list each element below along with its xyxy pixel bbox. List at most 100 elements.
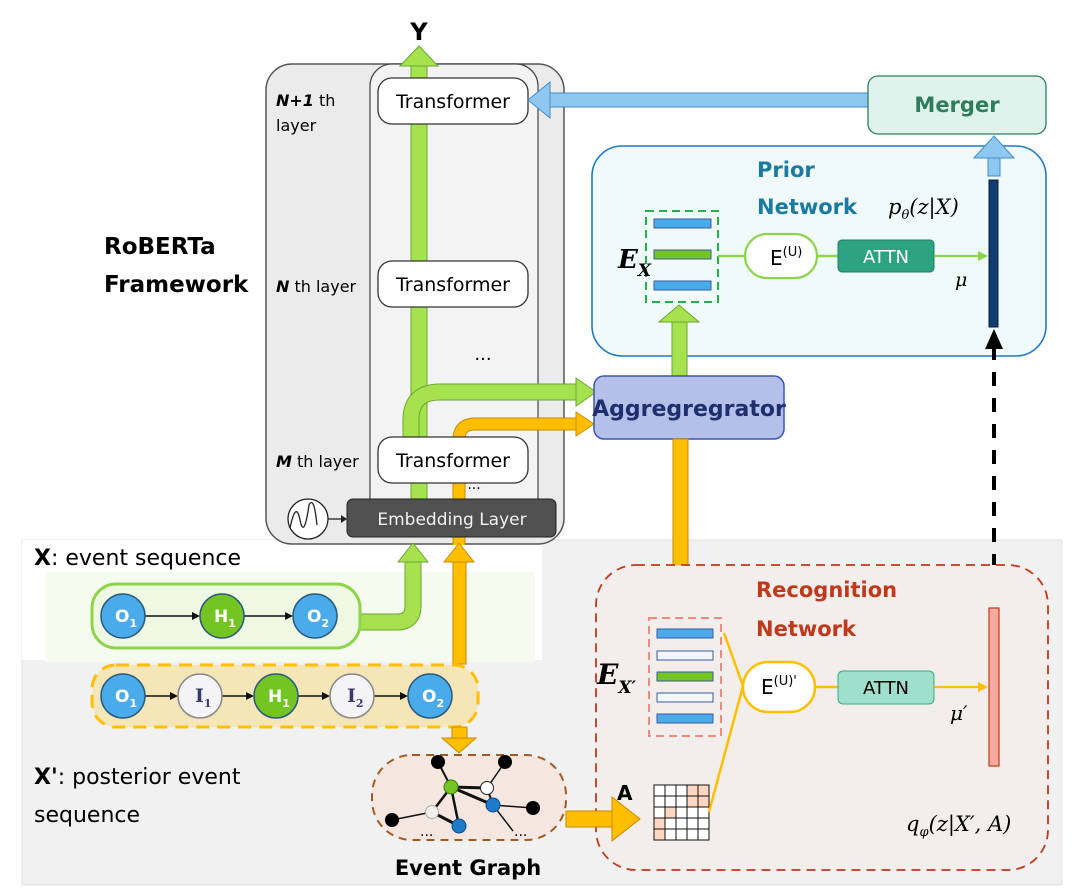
prior-encoder-label: E(U) [770, 245, 802, 270]
sequence-node-i2[interactable]: I2 [329, 673, 375, 719]
sequence-edge-head [170, 692, 178, 700]
event-sequence-label: X: event sequence [34, 546, 241, 571]
adjacency-cell [686, 806, 699, 819]
sequence-node-label: O2 [307, 607, 329, 630]
event-graph-box [371, 754, 567, 841]
sequence-node-i1[interactable]: I1 [177, 673, 223, 719]
posterior-to-embedding-arrow [452, 559, 467, 665]
prior-embedding-row [653, 249, 712, 260]
adjacency-cell [653, 784, 666, 797]
adjacency-cell [675, 806, 688, 819]
layer-label-n1: N+1 th [276, 91, 335, 110]
transformer-block-n1[interactable] [377, 77, 529, 125]
recognition-distribution-label: qφ(z|X′, A) [906, 812, 1011, 840]
embedding-layer-label: Embedding Layer [377, 510, 526, 530]
adjacency-label: A [617, 781, 633, 805]
sequence-node-h1[interactable]: H1 [199, 593, 245, 639]
recognition-embedding-row [656, 692, 714, 703]
recognition-attn-arrow-head [978, 682, 988, 692]
graph-ellipsis-left: ... [420, 824, 433, 840]
adjacency-cell [664, 817, 677, 830]
adjacency-cell [675, 784, 688, 797]
sequence-green-head [396, 542, 430, 563]
recognition-title-line2: Network [756, 617, 857, 641]
output-label-y: Y [409, 18, 428, 46]
sequence-node-o1[interactable]: O1 [100, 673, 146, 719]
sequence-node-circle [100, 673, 146, 719]
framework-label-line2: Framework [104, 272, 249, 298]
recognition-embedding-row [656, 671, 714, 682]
sequence-edge-head [246, 692, 254, 700]
adjacency-cell [697, 806, 710, 819]
sequence-to-embedding-green-arrow [360, 558, 421, 630]
framework-label-line1: RoBERTa [104, 234, 216, 260]
recognition-embedding-row [656, 650, 714, 661]
merger-label: Merger [914, 93, 1000, 117]
adjacency-cell [653, 806, 666, 819]
prior-latent-bar [988, 179, 999, 328]
adjacency-cell [653, 795, 666, 808]
transformer-label-m: Transformer [395, 450, 510, 472]
recognition-title-line1: Recognition [756, 578, 897, 602]
sequence-node-circle [292, 593, 338, 639]
adjacency-cell [697, 784, 710, 797]
event-sequence-nodes: O1 H1 O2 [100, 593, 338, 639]
event-graph-network [385, 755, 540, 834]
adjacency-cell [686, 795, 699, 808]
sequence-node-circle [199, 593, 245, 639]
sequence-edge-head [285, 612, 293, 620]
adjacency-cell [697, 795, 710, 808]
merger-box[interactable] [867, 75, 1047, 135]
prior-title-line1: Prior [757, 158, 815, 182]
sequence-node-label: I2 [347, 685, 364, 710]
sequence-node-label: O1 [115, 607, 137, 630]
recognition-embedding-box [648, 617, 722, 737]
orange-branch-head [575, 411, 595, 437]
sequence-node-o2[interactable]: O2 [292, 593, 338, 639]
prior-distribution-label: pθ(z|X) [888, 195, 959, 223]
graph-ellipsis-right: ... [514, 824, 527, 840]
posterior-to-graph-arrow [440, 726, 478, 754]
prior-attn-label: ATTN [863, 247, 909, 268]
adjacency-cell [675, 795, 688, 808]
sequence-node-o1[interactable]: O1 [100, 593, 146, 639]
transformer-block-m[interactable] [377, 436, 529, 484]
adjacency-cell [686, 828, 699, 841]
green-branch-head [575, 377, 597, 407]
sequence-node-label: H1 [268, 687, 290, 710]
sine-wave-icon [287, 498, 347, 540]
recognition-embedding-row [656, 628, 714, 639]
adjacency-cell [697, 828, 710, 841]
sequence-node-label: O2 [422, 687, 444, 710]
prior-title-line2: Network [757, 195, 858, 219]
recognition-embedding-label: EX′ [596, 658, 637, 698]
prior-network-box [591, 145, 1047, 357]
adjacency-cell [664, 784, 677, 797]
sequence-node-label: I1 [195, 685, 212, 710]
adjacency-cell [664, 828, 677, 841]
posterior-sequence-nodes: O1 I1 H1 I2 O2 [100, 673, 453, 719]
embedding-layer-box[interactable] [346, 498, 557, 538]
sequence-node-label: O1 [115, 687, 137, 710]
recognition-mu-label: μ′ [950, 701, 968, 725]
sequence-edge-head [192, 612, 200, 620]
event-graph-label: Event Graph [395, 856, 541, 880]
prior-attn-arrow-head [978, 251, 988, 261]
adjacency-cell [675, 817, 688, 830]
graph-to-adjacency-arrow [565, 795, 641, 843]
posterior-orange-head [442, 542, 476, 563]
recognition-encoder-label: E(U)' [761, 674, 797, 699]
recognition-embedding-row [656, 713, 714, 724]
transformer-block-n[interactable] [377, 260, 529, 308]
aggregator-box[interactable] [593, 375, 785, 440]
sequence-edge-head [400, 692, 408, 700]
merger-to-transformer-arrow [527, 80, 871, 120]
adjacency-cell [686, 817, 699, 830]
adjacency-matrix [653, 784, 710, 841]
adjacency-cell [664, 795, 677, 808]
posterior-sequence-label: X': posterior event [34, 765, 241, 790]
sequence-node-o2[interactable]: O2 [407, 673, 453, 719]
recognition-latent-bar [988, 607, 1000, 767]
sequence-node-h1[interactable]: H1 [253, 673, 299, 719]
